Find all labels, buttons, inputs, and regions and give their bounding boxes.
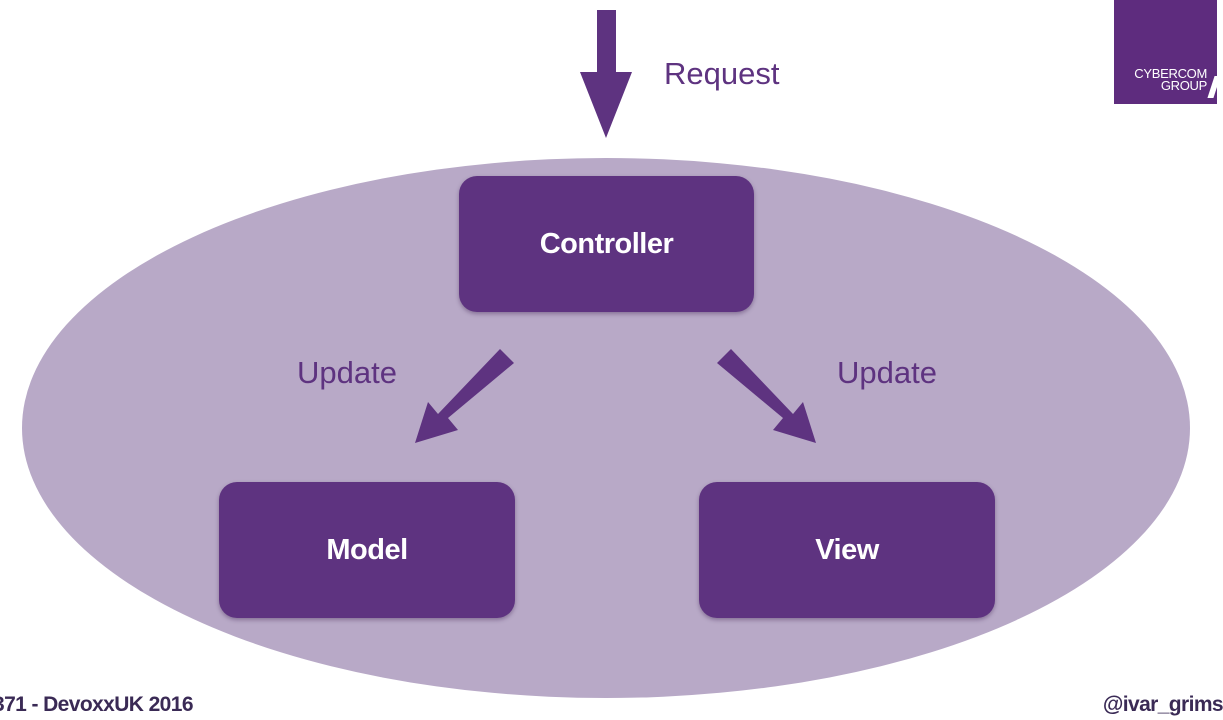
model-box: Model [219, 482, 515, 618]
controller-box: Controller [459, 176, 754, 312]
logo-line-1: CYBERCOM [1134, 66, 1207, 81]
view-label: View [815, 533, 879, 566]
update-view-label: Update [837, 355, 937, 390]
view-box: View [699, 482, 995, 618]
request-arrow-icon [580, 10, 632, 138]
footer-session-text: 371 - DevoxxUK 2016 [0, 693, 194, 716]
request-label: Request [664, 56, 780, 91]
logo-text: CYBERCOM GROUP [1134, 66, 1207, 93]
logo-slash-icon [1207, 76, 1221, 98]
footer-twitter-handle: @ivar_grims [1102, 693, 1223, 716]
controller-label: Controller [539, 227, 674, 260]
cybercom-logo: CYBERCOM GROUP [1114, 0, 1221, 104]
logo-line-2: GROUP [1160, 78, 1207, 93]
model-label: Model [326, 533, 408, 566]
update-model-label: Update [297, 355, 397, 390]
